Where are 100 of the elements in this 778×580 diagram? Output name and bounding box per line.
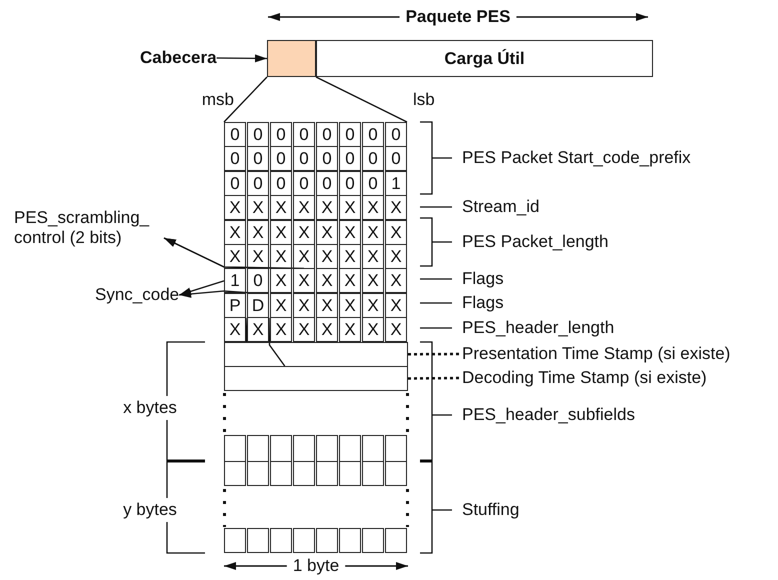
byte-cell [316, 461, 338, 486]
bit-cell: X [293, 195, 315, 220]
byte-cell [224, 435, 246, 462]
bit-cell: X [247, 220, 269, 245]
annotation-label: Sync_code [95, 285, 180, 305]
bit-cell: P [224, 292, 246, 318]
leader-line [224, 76, 268, 122]
bit-cell: X [224, 244, 246, 269]
payload-box: Carga Útil [316, 40, 653, 77]
byte-cell [247, 528, 269, 553]
byte-cell [362, 528, 384, 553]
bit-cell: 0 [339, 122, 361, 147]
byte-cell [385, 528, 407, 553]
field-label: PES Packet_length [462, 232, 608, 252]
bit-cell: X [385, 220, 407, 245]
field-label: PES_header_subfields [462, 405, 635, 425]
byte-cell [362, 461, 384, 486]
bit-order-label: lsb [413, 90, 435, 110]
bit-cell: 0 [224, 146, 246, 172]
bit-cell: 0 [247, 146, 269, 172]
bit-cell: X [270, 268, 292, 294]
bit-cell: X [293, 292, 315, 318]
byte-cell [362, 435, 384, 462]
bit-cell: X [385, 317, 407, 342]
bit-cell: X [224, 220, 246, 245]
bit-cell: X [316, 292, 338, 318]
bit-cell: X [316, 244, 338, 269]
bit-cell: X [316, 317, 338, 342]
bit-cell: X [224, 317, 246, 342]
bit-cell: 0 [270, 146, 292, 172]
bit-cell: 0 [385, 122, 407, 147]
bit-order-label: msb [202, 90, 234, 110]
leader-line [245, 318, 248, 342]
bit-cell: 0 [224, 122, 246, 147]
byte-cell [247, 435, 269, 462]
bit-cell: X [270, 317, 292, 342]
byte-cell [293, 435, 315, 462]
bit-cell: X [316, 220, 338, 245]
field-label: PES Packet Start_code_prefix [462, 148, 691, 168]
byte-cell [316, 435, 338, 462]
dimension-label: 1 byte [292, 556, 340, 576]
bit-cell: 0 [293, 170, 315, 196]
bit-cell: 0 [316, 170, 338, 196]
bit-cell: 0 [293, 122, 315, 147]
bit-cell: 0 [339, 170, 361, 196]
bit-cell: 0 [385, 146, 407, 172]
bit-cell: X [385, 292, 407, 318]
dimension-label: Paquete PES [406, 7, 510, 27]
bit-cell: X [293, 220, 315, 245]
bit-cell: X [362, 244, 384, 269]
arrow [164, 237, 304, 270]
byte-cell [293, 461, 315, 486]
bit-cell: X [293, 244, 315, 269]
header-box [267, 40, 316, 77]
bit-cell: X [247, 195, 269, 220]
field-label: Decoding Time Stamp (si existe) [462, 368, 707, 388]
bit-cell: 0 [339, 146, 361, 172]
annotation-label: PES_scrambling_ control (2 bits) [14, 208, 164, 248]
field-label: Stuffing [462, 500, 520, 520]
bit-cell: 0 [316, 146, 338, 172]
bit-cell: X [293, 268, 315, 294]
arrow [216, 54, 267, 62]
bit-cell: 1 [224, 268, 246, 294]
bit-cell: 0 [247, 268, 269, 294]
byte-cell [339, 528, 361, 553]
bit-cell: 0 [362, 170, 384, 196]
leader-line [316, 76, 408, 123]
byte-cell [224, 461, 246, 486]
field-label: Flags [462, 269, 504, 289]
bit-cell: 0 [362, 122, 384, 147]
bit-cell: X [385, 244, 407, 269]
timestamp-row [224, 342, 408, 366]
field-label: PES_header_length [462, 318, 614, 338]
byte-count-label: y bytes [123, 500, 177, 520]
bit-cell: X [270, 244, 292, 269]
bit-cell: X [362, 317, 384, 342]
bit-cell: X [224, 195, 246, 220]
bit-cell: X [270, 292, 292, 318]
byte-cell [247, 461, 269, 486]
byte-cell [385, 461, 407, 486]
arrow [178, 280, 224, 296]
bit-cell: 0 [362, 146, 384, 172]
bit-cell: X [362, 268, 384, 294]
bit-cell: 0 [270, 170, 292, 196]
bit-cell: X [362, 220, 384, 245]
field-label: Flags [462, 293, 504, 313]
bit-cell: 0 [247, 170, 269, 196]
bit-cell: X [362, 195, 384, 220]
byte-count-label: x bytes [123, 398, 177, 418]
bit-cell: X [270, 195, 292, 220]
field-label: Stream_id [462, 197, 540, 217]
bit-cell: X [339, 195, 361, 220]
header-label: Cabecera [140, 48, 217, 68]
bit-cell: X [293, 317, 315, 342]
byte-cell [224, 528, 246, 553]
byte-cell [339, 461, 361, 486]
bit-cell: X [339, 244, 361, 269]
bit-cell: 0 [293, 146, 315, 172]
bit-cell: X [339, 220, 361, 245]
bit-cell: 1 [385, 170, 407, 196]
